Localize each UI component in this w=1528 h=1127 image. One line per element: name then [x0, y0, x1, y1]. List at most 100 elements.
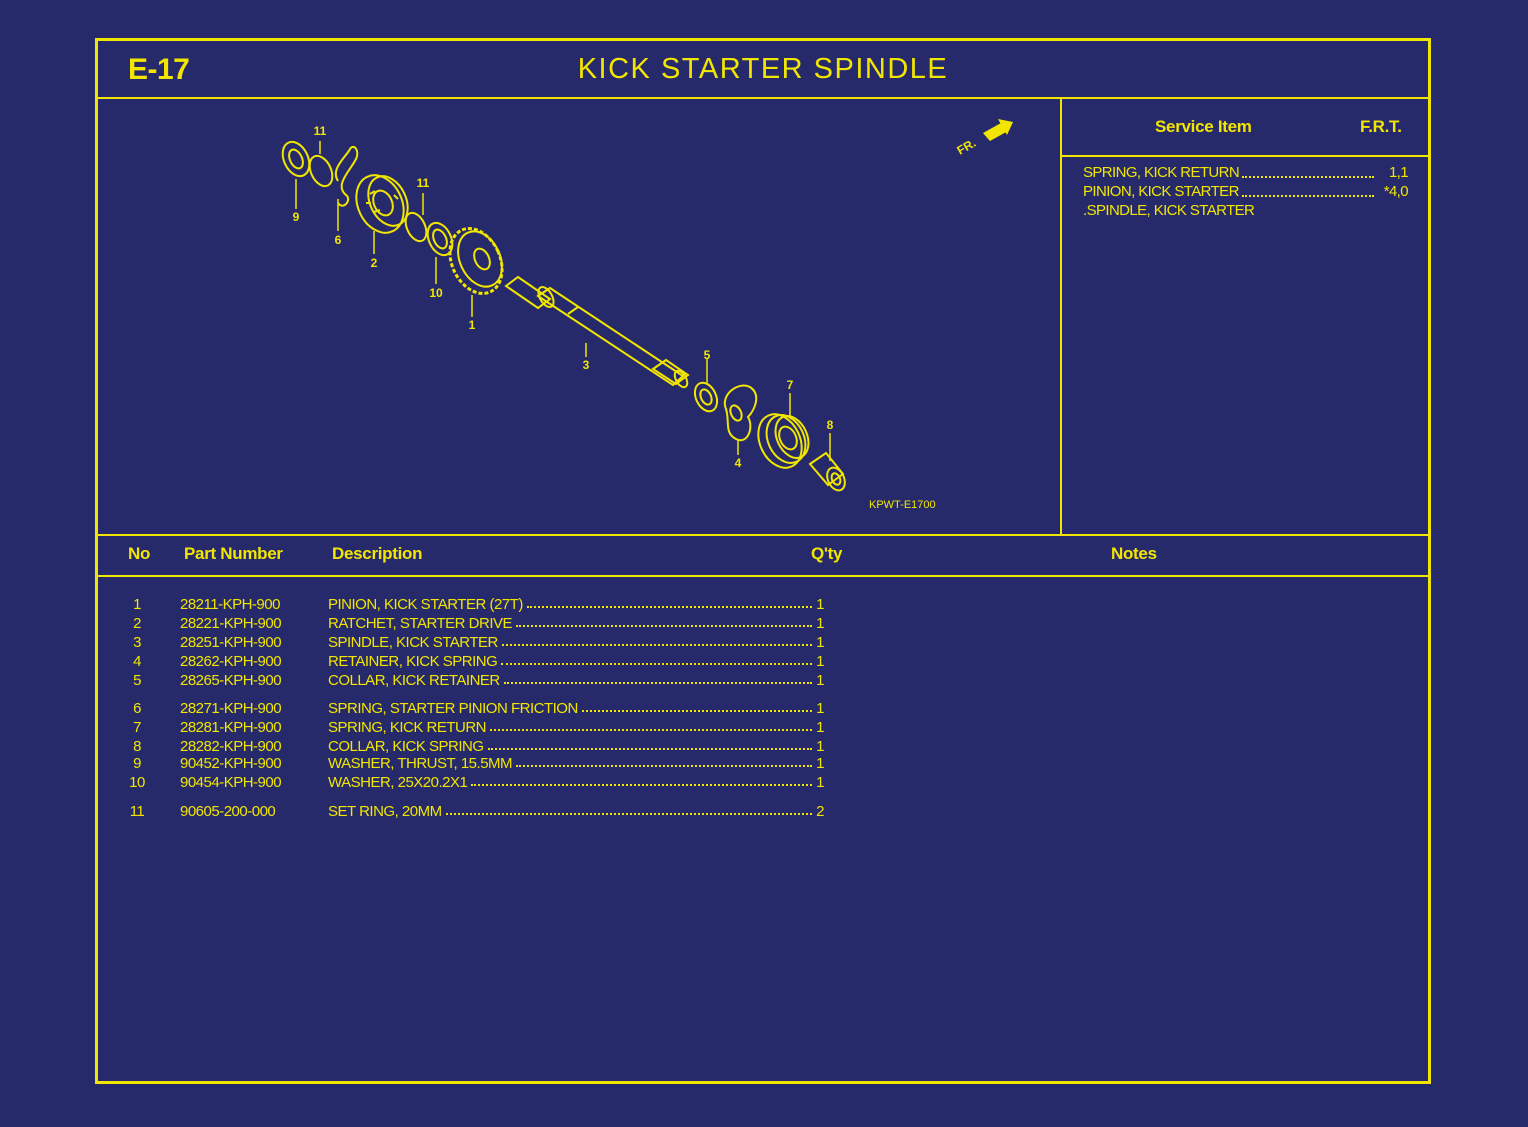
table-row: 5 28265-KPH-900 COLLAR, KICK RETAINER 1: [98, 672, 1434, 691]
callout-label: 2: [371, 256, 378, 270]
row-qty: 1: [816, 634, 824, 651]
table-row: 6 28271-KPH-900 SPRING, STARTER PINION F…: [98, 700, 1434, 719]
callout-label: 5: [704, 348, 711, 362]
service-item-frt: *4,0: [1383, 183, 1409, 200]
row-qty: 1: [816, 672, 824, 689]
row-description-cell: PINION, KICK STARTER (27T): [328, 596, 812, 613]
page-title: KICK STARTER SPINDLE: [577, 53, 949, 85]
dot-leader: [471, 774, 812, 786]
table-row: 2 28221-KPH-900 RATCHET, STARTER DRIVE 1: [98, 615, 1434, 634]
part-11-set-ring-b: [404, 211, 428, 243]
service-item-name: PINION, KICK STARTER: [1083, 183, 1239, 200]
col-header-part-number: Part Number: [184, 544, 283, 563]
part-3-spindle-shaft: [504, 275, 690, 389]
row-no: 4: [133, 653, 141, 670]
dot-leader: [516, 755, 812, 767]
callout-label: 1: [469, 318, 476, 332]
service-item-frt: 1,1: [1388, 164, 1409, 181]
row-qty: 1: [816, 653, 824, 670]
callout-label: 9: [293, 210, 300, 224]
row-description: SET RING, 20MM: [328, 803, 442, 820]
callout-label: 11: [417, 176, 430, 190]
table-row: 10 90454-KPH-900 WASHER, 25X20.2X1 1: [98, 774, 1434, 793]
row-description-cell: SPINDLE, KICK STARTER: [328, 634, 812, 651]
row-description-cell: SPRING, KICK RETURN: [328, 719, 812, 736]
row-no: 2: [133, 615, 141, 632]
part-4-kick-spring-retainer: [723, 384, 758, 442]
header-divider: [98, 97, 1428, 99]
table-row: 3 28251-KPH-900 SPINDLE, KICK STARTER 1: [98, 634, 1434, 653]
row-description-cell: SPRING, STARTER PINION FRICTION: [328, 700, 812, 717]
table-header-divider: [98, 575, 1428, 577]
row-no: 7: [133, 719, 141, 736]
row-description-cell: COLLAR, KICK RETAINER: [328, 672, 812, 689]
row-part-number: 28262-KPH-900: [180, 653, 282, 670]
table-row: 4 28262-KPH-900 RETAINER, KICK SPRING 1: [98, 653, 1434, 672]
callout-leaders: [295, 141, 831, 461]
callout-label: 4: [735, 456, 742, 470]
row-description-cell: WASHER, 25X20.2X1: [328, 774, 812, 791]
dot-leader: [503, 672, 812, 684]
row-description-cell: RATCHET, STARTER DRIVE: [328, 615, 812, 632]
exploded-parts-diagram: FR.: [281, 119, 1013, 511]
dot-leader: [501, 634, 812, 646]
parts-sheet-frame: E-17 KICK STARTER SPINDLE FR.: [95, 38, 1431, 1084]
callout-labels: 11 9 6 2 11 10 1 3 5 4 7 8: [293, 124, 834, 470]
part-2-ratchet: [355, 174, 409, 234]
row-description: PINION, KICK STARTER (27T): [328, 596, 523, 613]
row-qty: 1: [816, 755, 824, 772]
front-marker: FR.: [955, 136, 979, 158]
callout-label: 7: [787, 378, 794, 392]
frt-heading: F.R.T.: [1360, 117, 1402, 136]
service-header-divider: [1061, 155, 1428, 157]
dot-leader: [490, 719, 812, 731]
row-description-cell: SET RING, 20MM: [328, 803, 812, 820]
row-description: RETAINER, KICK SPRING: [328, 653, 498, 670]
diagram-table-divider: [98, 534, 1428, 536]
row-qty: 1: [816, 615, 824, 632]
callout-label: 3: [583, 358, 590, 372]
dot-leader: [526, 596, 812, 608]
row-no: 5: [133, 672, 141, 689]
service-item-heading: Service Item: [1155, 117, 1252, 136]
dot-leader: [581, 700, 812, 712]
row-qty: 1: [816, 774, 824, 791]
front-arrow-icon: [983, 119, 1013, 141]
dot-leader: [1242, 164, 1374, 178]
row-no: 10: [129, 774, 145, 791]
row-part-number: 28211-KPH-900: [180, 596, 280, 613]
part-11-set-ring-a: [308, 154, 334, 188]
row-qty: 1: [816, 719, 824, 736]
page-code: E-17: [128, 53, 190, 86]
part-7-kick-return-spring: [757, 413, 810, 469]
table-row: 7 28281-KPH-900 SPRING, KICK RETURN 1: [98, 719, 1434, 738]
row-no: 6: [133, 700, 141, 717]
col-header-notes: Notes: [1111, 544, 1157, 563]
row-part-number: 28251-KPH-900: [180, 634, 282, 651]
row-part-number: 28265-KPH-900: [180, 672, 282, 689]
row-description: SPRING, KICK RETURN: [328, 719, 487, 736]
row-description: WASHER, THRUST, 15.5MM: [328, 755, 513, 772]
dot-leader: [487, 738, 812, 750]
row-part-number: 90605-200-000: [180, 803, 276, 820]
row-description: SPRING, STARTER PINION FRICTION: [328, 700, 578, 717]
figure-code: KPWT-E1700: [869, 499, 936, 511]
part-1-pinion-gear: [448, 227, 504, 295]
callout-label: 6: [335, 233, 342, 247]
row-part-number: 28282-KPH-900: [180, 738, 282, 755]
row-description: COLLAR, KICK SPRING: [328, 738, 484, 755]
row-description-cell: RETAINER, KICK SPRING: [328, 653, 812, 670]
row-no: 1: [133, 596, 141, 613]
row-part-number: 28281-KPH-900: [180, 719, 282, 736]
row-no: 3: [133, 634, 141, 651]
table-row: 11 90605-200-000 SET RING, 20MM 2: [98, 803, 1434, 822]
part-10-washer: [426, 221, 454, 257]
row-no: 11: [129, 803, 145, 820]
row-part-number: 28221-KPH-900: [180, 615, 282, 632]
row-part-number: 90452-KPH-900: [180, 755, 282, 772]
dot-leader: [445, 803, 812, 815]
service-item-row: .SPINDLE, KICK STARTER: [1083, 202, 1408, 221]
service-item-name: .SPINDLE, KICK STARTER: [1083, 202, 1255, 219]
row-description: COLLAR, KICK RETAINER: [328, 672, 500, 689]
part-5-retainer-collar: [693, 381, 719, 413]
